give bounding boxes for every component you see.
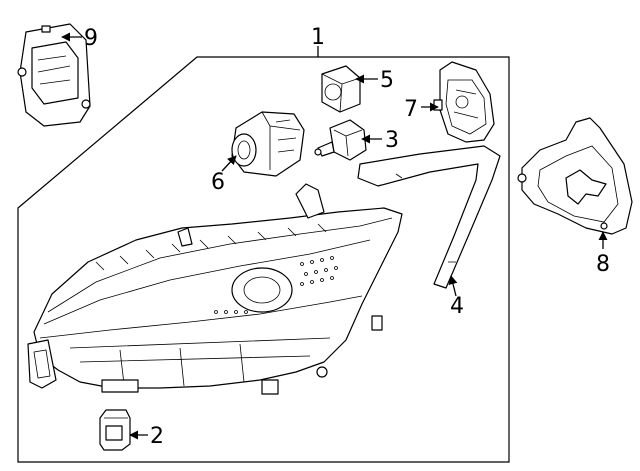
trim-strip-part[interactable]: [357, 145, 501, 297]
callout-3: 3: [385, 128, 399, 153]
ballast-cover-part[interactable]: [421, 61, 495, 143]
assembly-boundary: [17, 46, 510, 463]
actuator-part[interactable]: [321, 65, 378, 113]
projector-module-part[interactable]: [221, 111, 305, 177]
callout-6: 6: [211, 170, 225, 195]
connector-part[interactable]: [99, 409, 148, 451]
bulb-socket-part[interactable]: [314, 119, 382, 161]
callout-8: 8: [596, 252, 610, 277]
headlamp-assembly-part[interactable]: [27, 183, 403, 395]
callout-1: 1: [311, 25, 325, 50]
callout-9: 9: [84, 26, 98, 51]
callout-5: 5: [380, 68, 394, 93]
callout-2: 2: [150, 424, 164, 449]
dot-pattern: [214, 256, 338, 314]
control-module-part[interactable]: [17, 23, 91, 127]
rear-bracket-part[interactable]: [517, 117, 633, 249]
callout-7: 7: [404, 97, 418, 122]
callout-4: 4: [450, 294, 464, 319]
